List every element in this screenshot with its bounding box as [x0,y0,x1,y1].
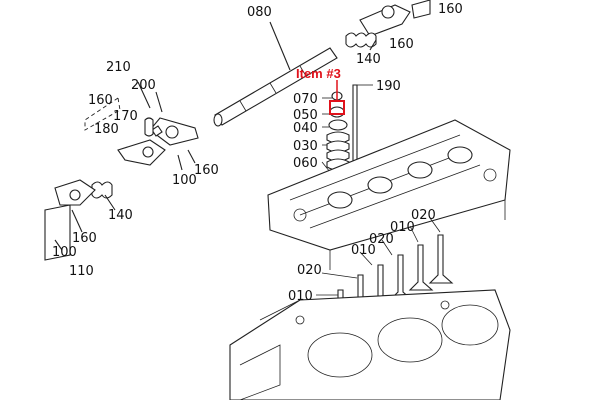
callout-100-mid: 100 [172,173,197,188]
callout-210: 210 [106,60,131,75]
callout-080: 080 [247,5,272,20]
callout-020-c: 020 [297,263,322,278]
callout-140-left: 140 [108,208,133,223]
callout-180: 180 [94,122,119,137]
callout-160-far: 160 [72,231,97,246]
callout-010-b: 010 [351,243,376,258]
item3-label: Item #3 [296,66,341,81]
callout-200: 200 [131,78,156,93]
callout-100-far: 100 [52,245,77,260]
callout-010-c: 010 [288,289,313,304]
callout-010-a: 010 [390,220,415,235]
rocker-shaft [213,21,338,127]
callout-160-top: 160 [438,2,463,17]
callout-110: 110 [69,264,94,279]
cylinder-head [267,119,511,270]
callout-030: 030 [293,139,318,154]
left-rocker-assembly [44,81,199,261]
callout-160-left: 160 [88,93,113,108]
top-rocker-assembly [345,0,431,51]
callout-020-b: 020 [369,232,394,247]
callout-160-mid: 160 [194,163,219,178]
callout-140-top: 140 [356,52,381,67]
callout-040: 040 [293,121,318,136]
callout-060: 060 [293,156,318,171]
engine-block [229,289,511,400]
callout-070: 070 [293,92,318,107]
callout-170: 170 [113,109,138,124]
callout-160-topright: 160 [389,37,414,52]
callout-190: 190 [376,79,401,94]
callout-050: 050 [293,108,318,123]
callout-020-a: 020 [411,208,436,223]
